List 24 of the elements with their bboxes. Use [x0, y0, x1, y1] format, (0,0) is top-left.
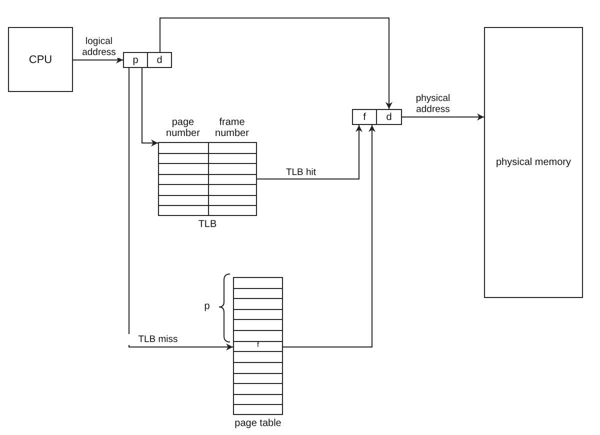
- arrow: [160, 18, 392, 110]
- arrow: [142, 68, 158, 146]
- table-caption: TLB: [197, 219, 218, 230]
- address-field: [352, 109, 377, 125]
- cpu-box: [8, 27, 73, 92]
- arrow: [128, 68, 234, 350]
- node-label: physical memory: [496, 157, 572, 168]
- arrow: [72, 56, 124, 64]
- node-label: CPU: [28, 54, 52, 66]
- brace-label: p: [203, 301, 211, 312]
- arrow: [402, 114, 484, 120]
- address-field: [376, 109, 402, 125]
- node-label: d: [156, 54, 162, 66]
- column-header: frame number: [214, 117, 250, 139]
- address-field: [123, 52, 148, 68]
- node-label: p: [132, 54, 138, 66]
- arrow: [282, 124, 376, 348]
- arrow: [256, 124, 362, 180]
- node-label: f: [363, 112, 366, 122]
- table-caption: page table: [234, 418, 282, 429]
- address-field: [147, 52, 172, 68]
- memory-box: [484, 27, 583, 298]
- node-label: d: [386, 112, 392, 122]
- column-header: page number: [165, 117, 201, 139]
